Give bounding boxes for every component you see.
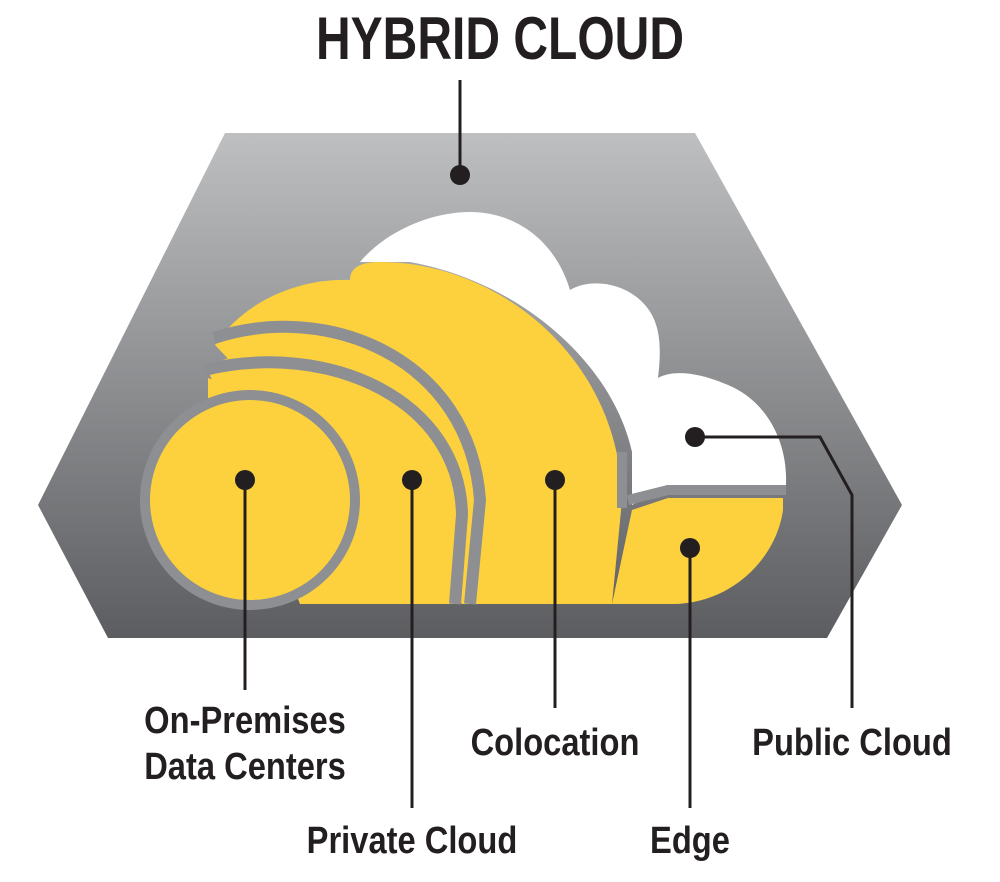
marker-dots <box>235 165 705 558</box>
public-cloud-label: Public Cloud <box>752 722 952 764</box>
edge-label: Edge <box>650 820 730 862</box>
public-cloud-dot <box>685 427 705 447</box>
leader-lines <box>243 80 854 808</box>
on-premises-dot <box>235 470 255 490</box>
colocation-label: Colocation <box>470 722 640 764</box>
colocation-dot <box>545 470 565 490</box>
hybrid-cloud-dot <box>450 165 470 185</box>
public-cloud-shape <box>360 212 787 505</box>
edge-dot <box>680 538 700 558</box>
private-cloud-label: Private Cloud <box>306 820 518 862</box>
colocation-separator <box>212 320 487 605</box>
on-premises-shape <box>150 400 350 600</box>
diagram-title: HYBRID CLOUD <box>316 5 684 72</box>
public-cloud-leader <box>695 435 854 708</box>
edge-separator <box>617 452 786 508</box>
private-cloud-dot <box>402 470 422 490</box>
on-premises-label: On-Premises Data Centers <box>144 698 346 790</box>
on-premises-label-line1: On-Premises <box>144 700 346 742</box>
private-cloud-separator <box>202 356 469 605</box>
on-premises-label-line2: Data Centers <box>144 746 346 788</box>
